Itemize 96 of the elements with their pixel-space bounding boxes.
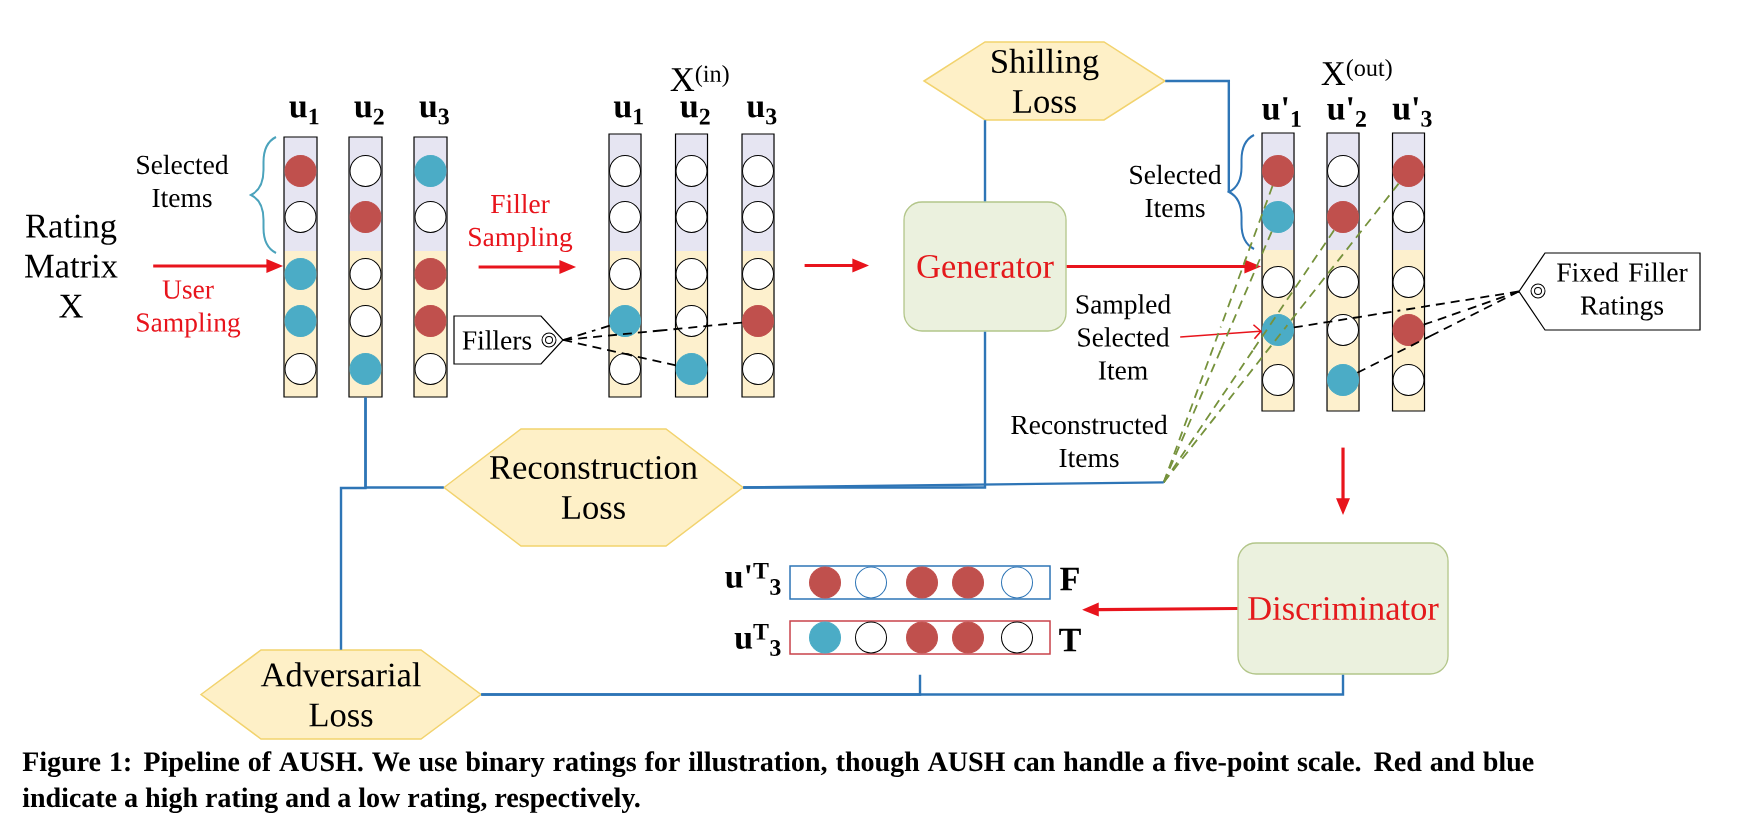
- column-label: u'$_{1}$: [1262, 97, 1301, 127]
- rating-circle: [675, 155, 708, 187]
- rating-circle: [609, 305, 641, 337]
- leader-line: [562, 324, 611, 341]
- rating-circle: [284, 305, 317, 337]
- rating-circle: [284, 258, 317, 290]
- rating-circle: [349, 258, 382, 290]
- rating-circle: [1392, 201, 1425, 233]
- rating-circle: [414, 305, 447, 337]
- label-tag: Fillers: [453, 315, 564, 365]
- rating-circle: [1327, 155, 1359, 187]
- rating-circle: [742, 353, 774, 385]
- connector-line: [743, 481, 1164, 489]
- rating-circle: [1327, 364, 1359, 396]
- rating-circle: [349, 155, 382, 187]
- rating-circle: [906, 621, 938, 654]
- rating-circle: [1392, 266, 1425, 298]
- column-label: u$_{2}$: [680, 101, 710, 125]
- leader-line: [1422, 290, 1520, 326]
- leader-line: [562, 321, 743, 341]
- text-label: Reconstructed Items: [1011, 414, 1168, 468]
- rating-circle: [609, 155, 641, 187]
- rating-circle: [1262, 314, 1294, 346]
- curly-brace: [250, 136, 277, 254]
- connector-line: [1165, 79, 1230, 192]
- brace-label: Selected Items: [1130, 164, 1222, 218]
- rating-circle: [742, 155, 774, 187]
- rating-circle: [349, 201, 382, 233]
- vector-label: u'$^{T}$3: [725, 563, 781, 595]
- rating-circle: [609, 201, 641, 233]
- column-label: u$_{2}$: [354, 101, 384, 125]
- connector-line: [983, 120, 987, 202]
- column-label: u$_{3}$: [746, 101, 777, 125]
- caption: Figure 1: Pipeline of AUSH. We use binary ratings for illustration, though AUSH can handle a five-point scale. Red and blue indicate a high rating and a low rating, respectively.: [22, 751, 1534, 814]
- rating-circle: [1001, 566, 1033, 599]
- rating-circle: [414, 155, 447, 187]
- matrix-label: X$^{(in)}$: [670, 65, 729, 91]
- column-label: u$_{1}$: [613, 101, 643, 125]
- brace-label: Selected Items: [137, 154, 229, 208]
- rating-circle: [414, 201, 447, 233]
- rating-circle: [675, 353, 708, 385]
- rating-circle: [809, 566, 841, 599]
- arrow: [1179, 323, 1263, 340]
- rating-circle: [855, 621, 887, 654]
- rating-circle: [1262, 364, 1294, 396]
- rating-circle: [742, 258, 774, 290]
- rating-circle: [952, 566, 984, 599]
- rating-circle: [609, 353, 641, 385]
- column-label: u$_{1}$: [289, 101, 319, 125]
- leader-line: [1162, 185, 1274, 484]
- rating-circle: [675, 258, 708, 290]
- rating-circle: [1262, 201, 1294, 233]
- rating-circle: [1327, 314, 1359, 346]
- rating-circle: [675, 305, 708, 337]
- text-label: Sampled Selected Item: [1076, 294, 1171, 380]
- text-label: Rating Matrix X: [25, 214, 118, 318]
- edge-label: User Sampling: [131, 279, 245, 339]
- rating-circle: [906, 566, 938, 599]
- rating-circle: [414, 353, 447, 385]
- process-box: Discriminator: [1237, 542, 1449, 675]
- rating-circle: [1392, 155, 1425, 187]
- rating-circle: [952, 621, 984, 654]
- rating-circle: [349, 353, 382, 385]
- rating-circle: [1001, 621, 1033, 654]
- rating-circle: [742, 305, 774, 337]
- matrix-label: X$^{(out)}$: [1321, 59, 1392, 85]
- rating-circle: [675, 201, 708, 233]
- vector-label: u$^{T}$3: [734, 624, 781, 656]
- rating-circle: [284, 353, 317, 385]
- process-box: Generator: [903, 201, 1067, 332]
- rating-circle: [855, 566, 887, 599]
- curly-brace: [1228, 134, 1255, 250]
- rating-circle: [284, 155, 317, 187]
- rating-circle: [1262, 155, 1294, 187]
- side-label: T: [1059, 628, 1081, 652]
- rating-circle: [1262, 266, 1294, 298]
- side-label: F: [1060, 567, 1079, 591]
- connector-line: [481, 674, 922, 696]
- leader-line: [1356, 290, 1520, 374]
- rating-circle: [349, 305, 382, 337]
- rating-circle: [284, 201, 317, 233]
- rating-circle: [1392, 314, 1425, 346]
- rating-circle: [414, 258, 447, 290]
- rating-circle: [1327, 266, 1359, 298]
- rating-circle: [1327, 201, 1359, 233]
- column-label: u'$_{2}$: [1327, 97, 1366, 127]
- column-label: u$_{3}$: [419, 101, 449, 125]
- rating-circle: [1392, 364, 1425, 396]
- rating-circle: [609, 258, 641, 290]
- rating-circle: [809, 621, 841, 654]
- rating-circle: [742, 201, 774, 233]
- column-label: u'$_{3}$: [1392, 97, 1432, 127]
- connector-line: [339, 397, 367, 650]
- label-tag: Fixed Filler Ratings: [1518, 252, 1701, 331]
- leader-line: [1162, 182, 1400, 484]
- edge-label: Filler Sampling: [463, 193, 577, 253]
